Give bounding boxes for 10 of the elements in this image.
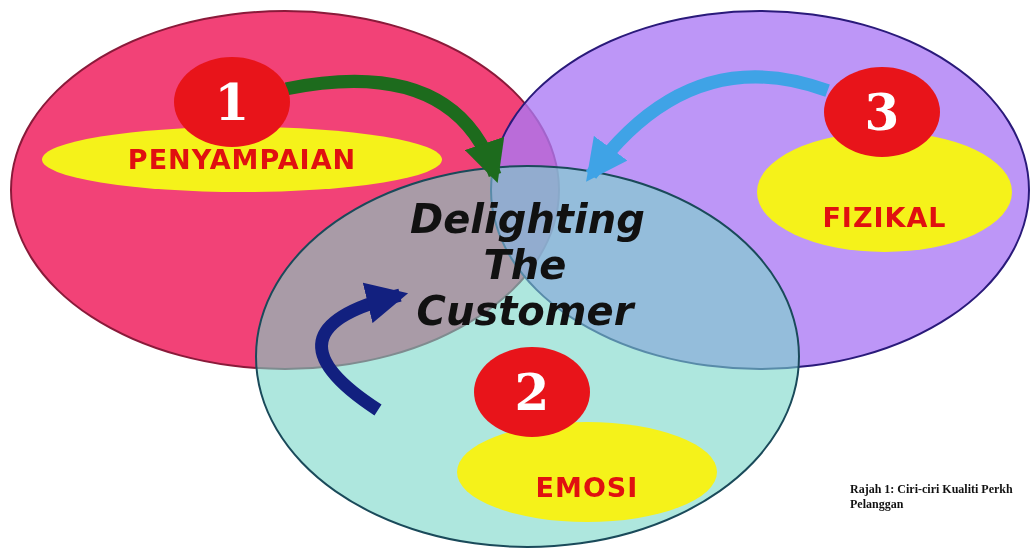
curved-arrow	[585, 70, 830, 182]
figure-caption: Rajah 1: Ciri-ciri Kualiti Perkh Pelanggan	[850, 482, 1014, 512]
category-label: PENYAMPAIAN	[127, 144, 357, 175]
curved-arrow	[315, 283, 408, 416]
category-label: FIZIKAL	[822, 201, 947, 233]
step-number: 3	[864, 82, 900, 142]
category-label: EMOSI	[535, 471, 639, 503]
curved-arrow	[285, 75, 502, 183]
step-number: 2	[514, 362, 550, 422]
step-number: 1	[214, 72, 250, 132]
